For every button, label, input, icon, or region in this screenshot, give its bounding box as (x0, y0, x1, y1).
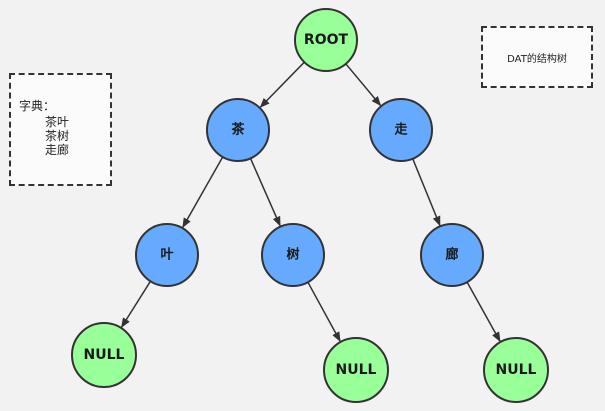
dictionary-box: 字典： 茶叶 茶树 走廊 (9, 73, 112, 186)
node-circle (323, 337, 389, 403)
edge-root-to-zou (345, 63, 382, 107)
edge-shu-to-null_shu (307, 281, 341, 342)
caption-text: DAT的结构树 (507, 53, 567, 65)
edge-zou-to-lang (412, 158, 441, 227)
node-circle (206, 98, 270, 162)
node-zou: 走 (369, 98, 433, 162)
node-label: 茶 (231, 122, 245, 138)
node-label: 叶 (160, 248, 173, 263)
node-null-ye: NULL (71, 322, 137, 388)
node-label: NULL (336, 362, 377, 378)
node-label: ROOT (304, 32, 349, 48)
dictionary-entry: 茶叶 (45, 115, 70, 129)
node-label: NULL (84, 347, 125, 363)
edge-cha-to-shu (249, 158, 281, 227)
dictionary-title: 字典： (19, 99, 56, 113)
node-circle (483, 337, 549, 403)
dictionary-entry: 茶树 (45, 129, 70, 143)
caption-box: DAT的结构树 (481, 26, 593, 88)
dictionary-entry: 走廊 (45, 143, 70, 157)
edge-root-to-cha (259, 61, 305, 108)
nodes: ROOT 茶 走叶 树 廊 NULL NULL NULL (71, 8, 549, 403)
node-ye: 叶 (135, 223, 199, 287)
node-root: ROOT (294, 8, 358, 72)
node-lang: 廊 (420, 223, 484, 287)
node-label: 廊 (445, 247, 458, 263)
edge-lang-to-null_lang (466, 281, 501, 343)
node-label: NULL (496, 362, 537, 378)
node-label: 走 (394, 122, 408, 138)
node-null-shu: NULL (323, 337, 389, 403)
node-label: 树 (286, 247, 299, 263)
node-null-lang: NULL (483, 337, 549, 403)
node-cha: 茶 (206, 98, 270, 162)
node-circle (369, 98, 433, 162)
edges (120, 61, 501, 343)
edge-ye-to-null_ye (120, 280, 152, 328)
node-circle (261, 223, 325, 287)
node-circle (71, 322, 137, 388)
edge-cha-to-ye (182, 156, 224, 229)
node-circle (294, 8, 358, 72)
node-circle (135, 223, 199, 287)
node-shu: 树 (261, 223, 325, 287)
dictionary-entries: 茶叶 茶树 走廊 (45, 115, 69, 157)
node-circle (420, 223, 484, 287)
